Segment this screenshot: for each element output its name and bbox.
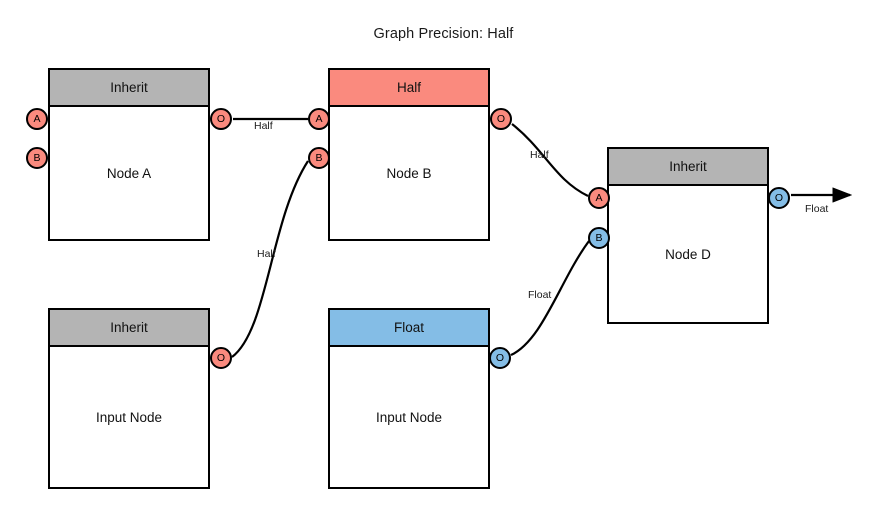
node-header-node-a: Inherit xyxy=(50,70,208,107)
edge-edge-b-to-d[interactable] xyxy=(511,123,589,197)
node-header-input-node-left: Inherit xyxy=(50,310,208,347)
edge-label-edge-a-to-b: Half xyxy=(254,120,273,132)
node-label-input-node-left: Input Node xyxy=(95,409,163,425)
port-inl-out-o[interactable]: O xyxy=(210,347,232,369)
node-header-node-d: Inherit xyxy=(609,149,767,186)
edge-label-edge-d-output: Float xyxy=(805,203,829,215)
page-title: Graph Precision: Half xyxy=(373,26,514,42)
node-header-node-b: Half xyxy=(330,70,488,107)
port-b-out-o[interactable]: O xyxy=(490,108,512,130)
port-d-in-a[interactable]: A xyxy=(588,187,610,209)
port-a-out-o[interactable]: O xyxy=(210,108,232,130)
node-label-node-a: Node A xyxy=(106,165,152,181)
node-label-input-node-mid: Input Node xyxy=(375,409,443,425)
port-d-in-b[interactable]: B xyxy=(588,227,610,249)
edge-label-edge-inputmid-to-d: Float xyxy=(528,289,552,301)
port-b-in-a[interactable]: A xyxy=(308,108,330,130)
edge-edge-inputmid-to-d[interactable] xyxy=(510,240,590,356)
edge-paths xyxy=(231,117,853,358)
port-a-in-a[interactable]: A xyxy=(26,108,48,130)
edge-label-edge-b-to-d: Half xyxy=(530,149,549,161)
node-label-node-d: Node D xyxy=(665,246,711,262)
edge-edge-inputleft-to-b[interactable] xyxy=(231,160,309,358)
edge-label-edge-inputleft-to-b: Half xyxy=(257,248,276,260)
port-inm-out-o[interactable]: O xyxy=(489,347,511,369)
port-b-in-b[interactable]: B xyxy=(308,147,330,169)
port-d-out-o[interactable]: O xyxy=(768,187,790,209)
node-label-node-b: Node B xyxy=(386,165,432,181)
port-a-in-b[interactable]: B xyxy=(26,147,48,169)
node-header-input-node-mid: Float xyxy=(330,310,488,347)
